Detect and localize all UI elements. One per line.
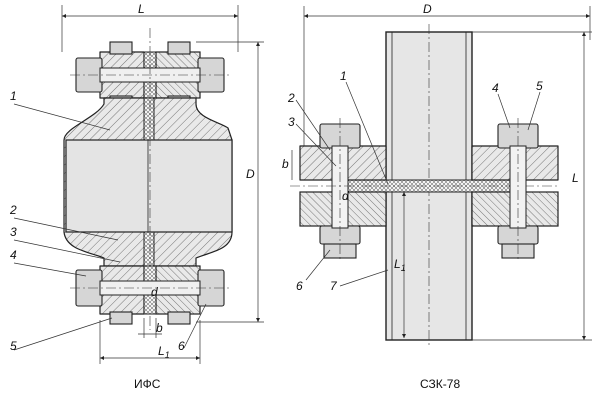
szk-callout-5: 5 [536, 79, 543, 93]
dim-b-label: b [156, 321, 163, 335]
ifs-figure: L D [9, 2, 264, 391]
szk-figure: D L [282, 2, 592, 391]
szk-callouts: 1 2 3 4 5 6 7 [287, 69, 543, 293]
dim-D-label: D [246, 167, 255, 181]
szk-callout-2: 2 [287, 91, 295, 105]
callout-6: 6 [178, 339, 185, 353]
dim-b-right-label: b [282, 157, 289, 171]
mid-gasket-bottom [143, 231, 155, 267]
ifs-body [63, 28, 233, 330]
callout-3: 3 [10, 225, 17, 239]
callout-2: 2 [9, 203, 17, 217]
szk-left-assembly [290, 118, 560, 262]
szk-callout-1: 1 [340, 69, 347, 83]
ifs-bore [65, 139, 233, 233]
szk-caption: СЗК-78 [420, 377, 460, 391]
top-bolt-assembly [70, 41, 232, 107]
dim-D-right: D [303, 2, 591, 152]
dim-D-right-label: D [423, 2, 432, 16]
ifs-callouts: 1 2 3 4 5 6 [9, 89, 207, 353]
szk-callout-6: 6 [296, 279, 303, 293]
dim-L-label: L [138, 2, 145, 16]
bottom-bolt-assembly [70, 265, 232, 325]
bottom-washer-right [167, 311, 191, 325]
dim-d-label: d [151, 285, 158, 299]
dim-d-right-label: d [342, 189, 349, 203]
small-dims-right: L1 b d [282, 150, 407, 338]
mid-gasket-top [143, 97, 155, 141]
dim-L-right: L [472, 31, 592, 341]
top-washer-right [167, 41, 191, 55]
top-washer-left [109, 41, 133, 55]
bottom-washer-left [109, 311, 133, 325]
dim-L1-label: L1 [158, 344, 170, 360]
dim-D-left: D [196, 41, 264, 323]
small-dims-left: d b L1 [99, 285, 201, 364]
dim-L-right-label: L [572, 171, 579, 185]
dim-L1-right-label: L1 [394, 257, 406, 273]
szk-callout-7: 7 [330, 279, 338, 293]
szk-callout-4: 4 [492, 81, 499, 95]
callout-5: 5 [10, 339, 17, 353]
callout-1: 1 [10, 89, 17, 103]
dim-L-left: L [61, 2, 239, 52]
ifs-caption: ИФС [134, 377, 161, 391]
szk-right-assembly [471, 118, 559, 262]
szk-callout-3: 3 [288, 115, 295, 129]
callout-4: 4 [10, 248, 17, 262]
